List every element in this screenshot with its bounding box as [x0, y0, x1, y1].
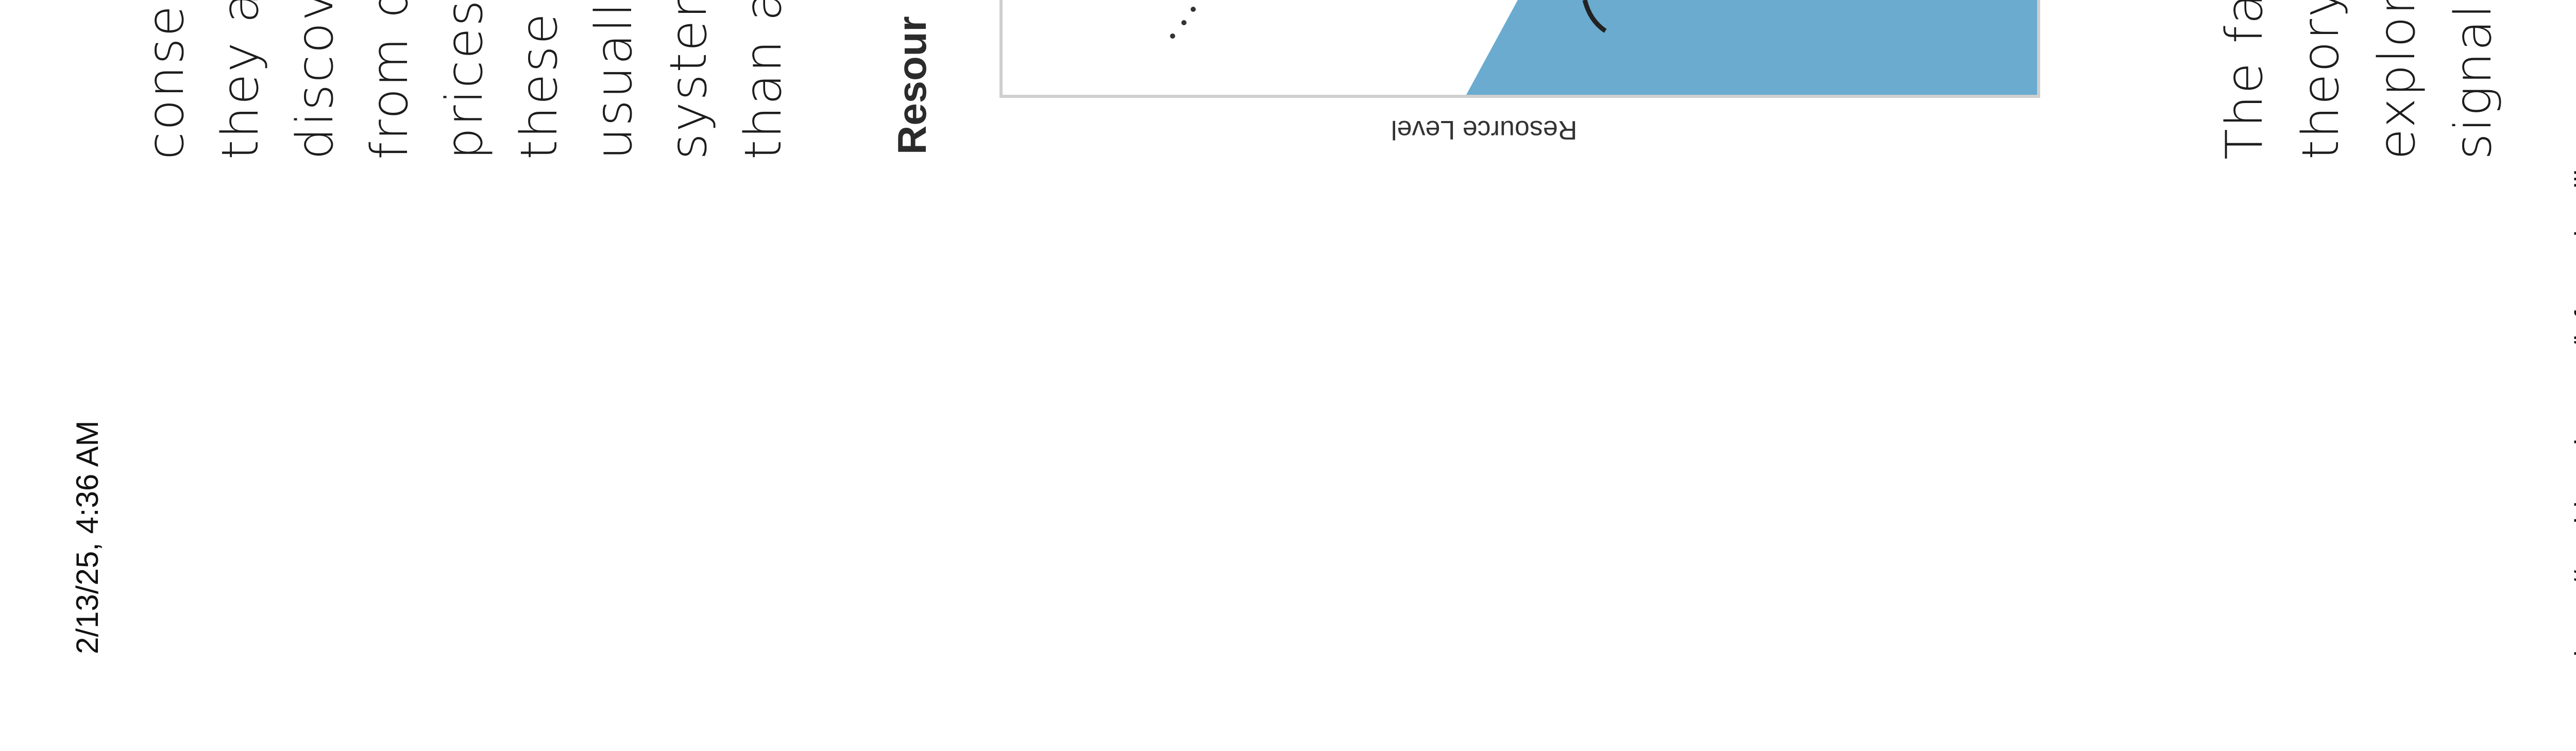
figure-heading: Resour	[889, 16, 935, 155]
dotted-curve-dot	[1181, 20, 1187, 25]
right-column-line: signals	[2444, 0, 2503, 160]
left-column-line: conser	[137, 0, 195, 160]
left-column-line: prices	[435, 0, 494, 160]
left-column-line: these r	[510, 0, 569, 160]
x-axis-label: Resource Level	[1391, 115, 1578, 145]
right-column-line: explore	[2368, 0, 2427, 160]
resource-chart-canvas	[1170, 0, 2037, 95]
resource-area-fill	[1466, 0, 2037, 95]
left-column-line: system	[659, 0, 718, 160]
resource-chart	[999, 0, 2040, 98]
left-column-line: discov	[286, 0, 345, 160]
right-column-line: The fa	[2215, 0, 2274, 160]
curve-segment	[1582, 0, 1607, 33]
print-url: https://world-nuclear.org/information-li…	[2569, 110, 2576, 657]
dotted-curve-dot	[1191, 7, 1196, 12]
left-column-line: usually	[585, 0, 643, 160]
left-column-line: from d	[361, 0, 419, 160]
dotted-curve-dot	[1170, 33, 1175, 39]
left-column-line: than a	[734, 0, 793, 160]
left-column-line: they a	[211, 0, 270, 160]
right-column-line: theory	[2292, 0, 2350, 160]
print-timestamp: 2/13/25, 4:36 AM	[70, 420, 105, 654]
